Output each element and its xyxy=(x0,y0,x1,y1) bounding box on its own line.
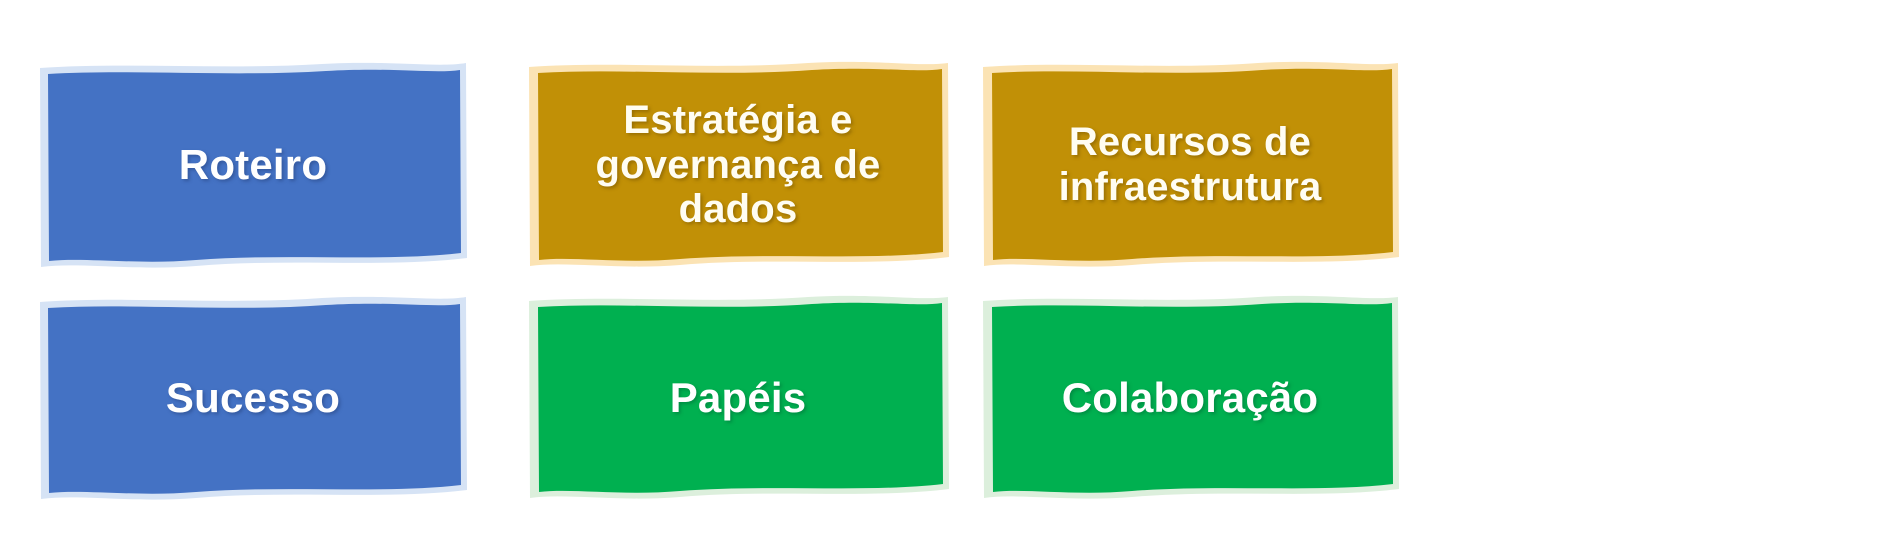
card-shape-roteiro xyxy=(40,62,467,268)
card-shape-recursos xyxy=(983,61,1399,267)
card-label-sucesso: Sucesso xyxy=(165,374,341,422)
diagram-card-colaboracao[interactable]: Colaboração xyxy=(978,292,1402,504)
diagram-card-roteiro[interactable]: Roteiro xyxy=(36,58,470,272)
card-label-colaboracao: Colaboração xyxy=(1061,374,1319,422)
diagram-card-papeis[interactable]: Papéis xyxy=(524,292,952,504)
diagram-card-estrategia[interactable]: Estratégia e governança de dados xyxy=(524,58,952,272)
card-label-roteiro: Roteiro xyxy=(178,141,328,189)
card-label-estrategia: Estratégia e governança de dados xyxy=(595,97,881,232)
diagram-card-sucesso[interactable]: Sucesso xyxy=(36,292,470,504)
card-shape-papeis xyxy=(529,295,949,499)
card-shape-estrategia xyxy=(529,61,949,267)
card-shape-sucesso xyxy=(40,296,467,500)
card-label-papeis: Papéis xyxy=(669,374,807,422)
card-shape-colaboracao xyxy=(983,295,1399,499)
card-label-recursos: Recursos de infraestrutura xyxy=(1058,120,1322,209)
diagram-card-recursos[interactable]: Recursos de infraestrutura xyxy=(978,58,1402,272)
